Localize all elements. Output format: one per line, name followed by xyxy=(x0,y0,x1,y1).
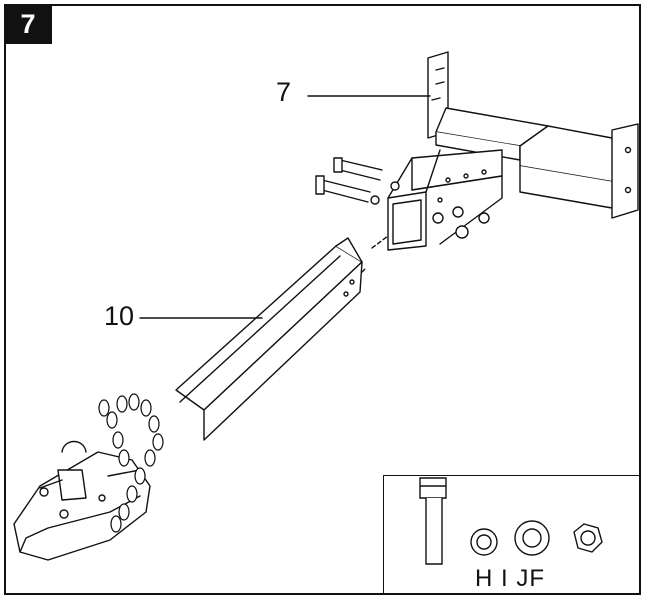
flat-washer-icon xyxy=(514,520,550,556)
coupler-assembly xyxy=(13,393,164,561)
callout-label-draw-bar: 10 xyxy=(104,301,135,331)
callout-label-hitch-bracket: 7 xyxy=(276,77,292,107)
bolt-icon xyxy=(419,477,447,565)
hitch-bracket xyxy=(387,51,639,251)
nut-icon xyxy=(573,523,603,553)
lock-washer-icon xyxy=(470,528,498,556)
draw-bar xyxy=(175,237,363,441)
step-number-badge: 7 xyxy=(4,4,52,44)
bolts xyxy=(315,157,490,239)
hardware-inset-box xyxy=(383,475,639,593)
hardware-letters: H I JF xyxy=(475,565,545,592)
